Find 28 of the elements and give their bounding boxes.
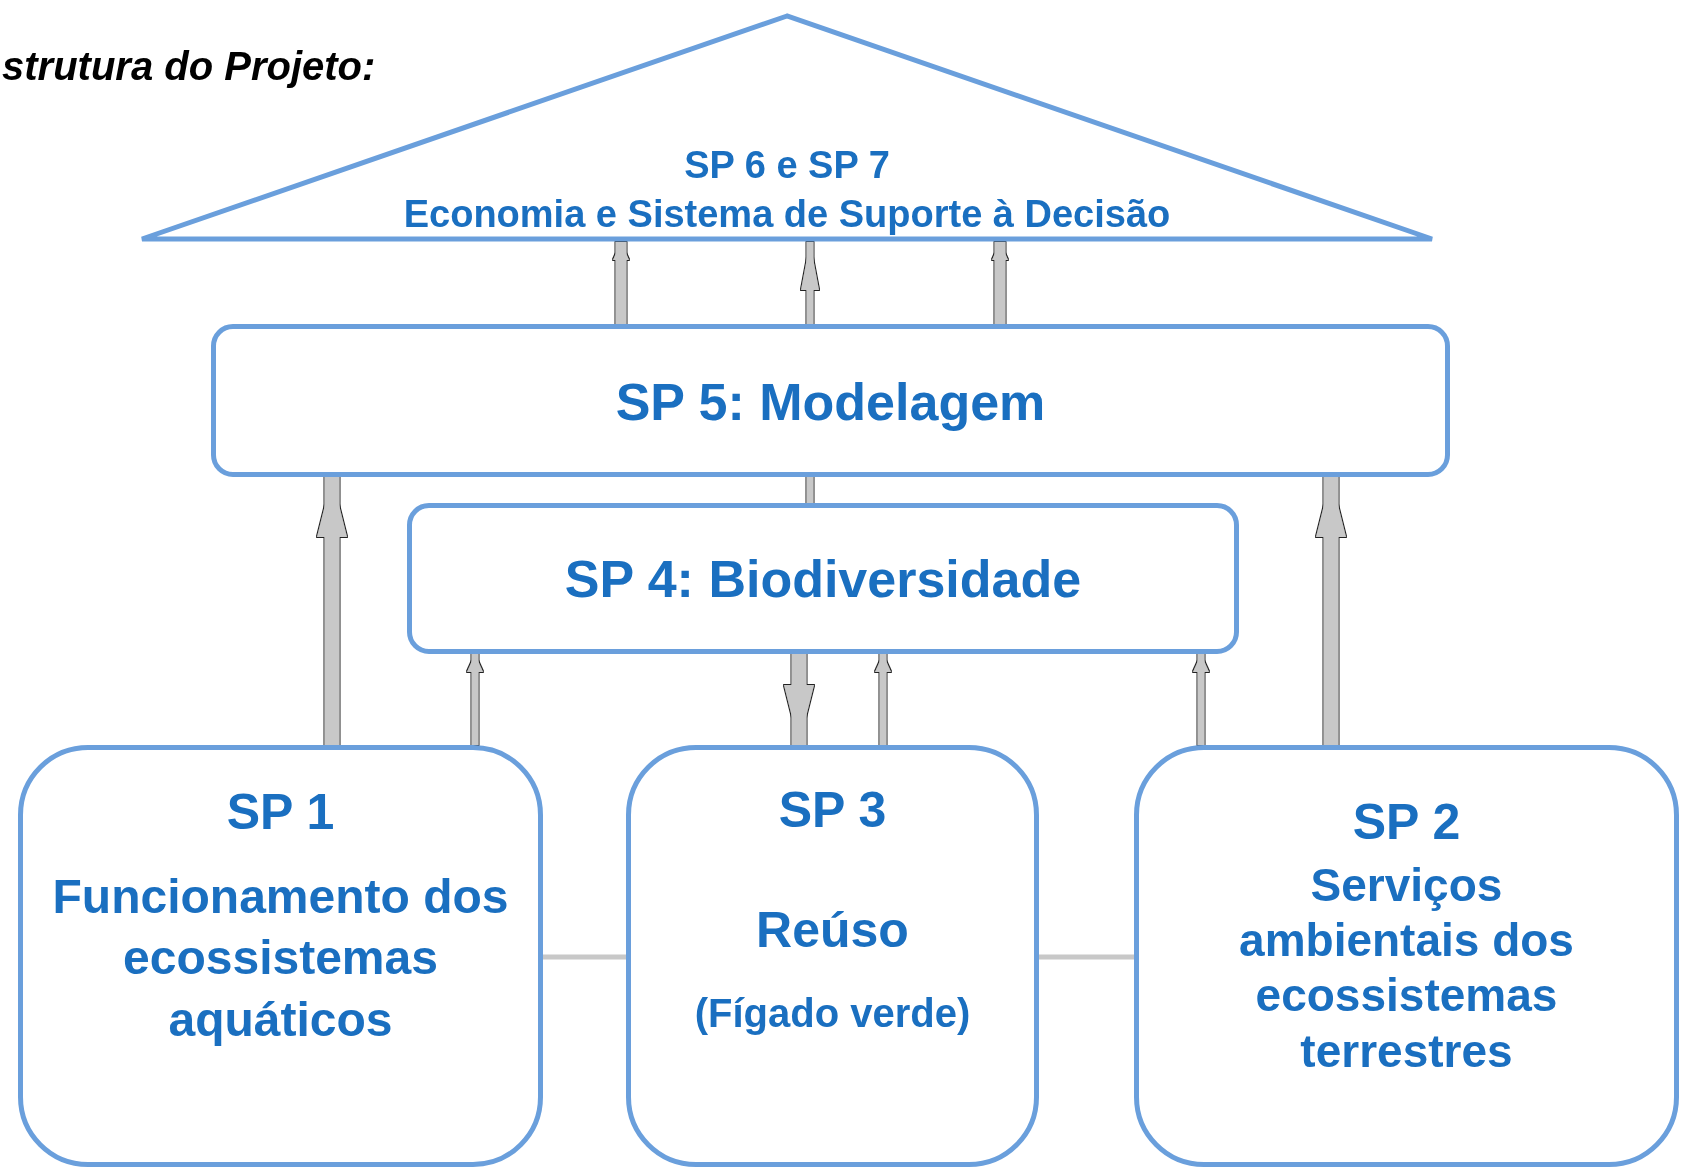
roof-heading: SP 6 e SP 7: [684, 143, 890, 188]
subproject-label: SP 1: [226, 783, 335, 842]
subproject-box: [407, 503, 1239, 654]
block-arrow: [875, 654, 891, 745]
subproject-box: [1134, 745, 1679, 1167]
connector-line: [1039, 954, 1134, 960]
block-arrow: [467, 654, 483, 745]
subproject-title: Funcionamento dos ecossistemas aquáticos: [51, 869, 510, 1048]
subproject-box: [626, 745, 1039, 1167]
block-arrow: [317, 477, 347, 745]
block-arrow: [613, 242, 629, 324]
block-arrow: [784, 654, 814, 745]
block-arrow: [992, 242, 1008, 324]
subproject-label: SP 4: Biodiversidade: [564, 549, 1082, 610]
subproject-title: (Fígado verde): [694, 990, 971, 1037]
subproject-label: SP 2: [1352, 793, 1461, 852]
block-arrow: [1193, 654, 1209, 745]
block-arrow: [1316, 477, 1346, 745]
connector-line: [543, 954, 626, 960]
subproject-title: Reúso: [756, 901, 909, 960]
roof-subtitle: Economia e Sistema de Suporte à Decisão: [403, 191, 1171, 237]
connector-bar: [806, 477, 814, 503]
subproject-box: [18, 745, 543, 1167]
diagram-title: strutura do Projeto:: [2, 44, 376, 89]
subproject-label: SP 5: Modelagem: [615, 372, 1046, 433]
subproject-label: SP 3: [778, 781, 887, 840]
subproject-title: Serviços ambientais dos ecossistemas terrestres: [1238, 858, 1575, 1079]
subproject-box: [211, 324, 1450, 477]
